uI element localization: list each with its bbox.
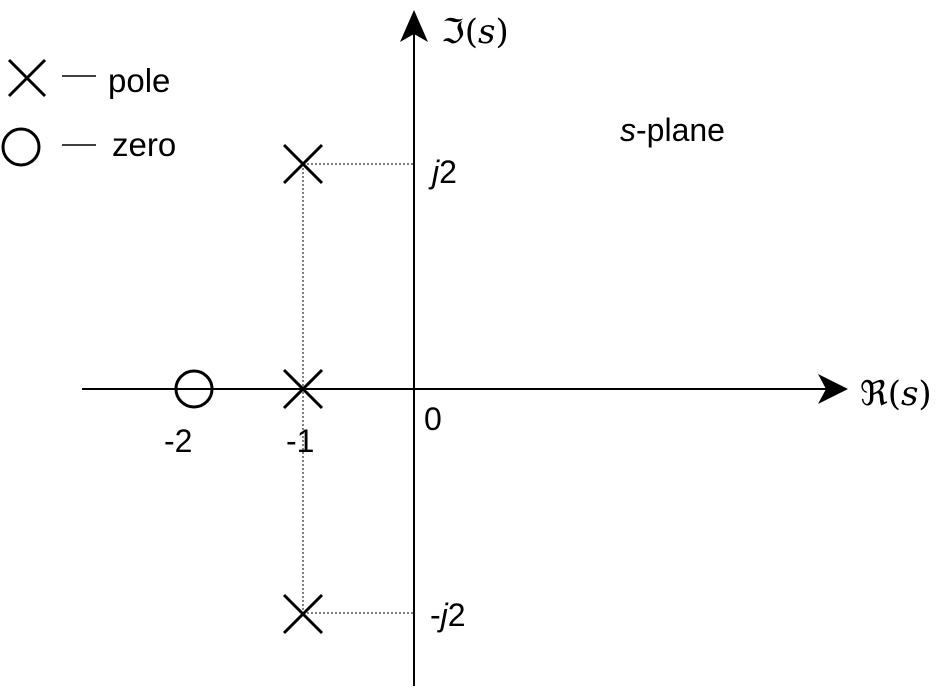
legend-zero-icon	[1, 127, 41, 167]
legend-zero-label: zero	[112, 126, 176, 163]
legend: pole zero	[1, 58, 176, 167]
real-axis-label: ℜ(s)	[860, 374, 932, 414]
pole-marker	[282, 368, 324, 410]
real-tick-minus-2: -2	[164, 423, 192, 459]
legend-pole-label: pole	[108, 62, 170, 99]
imag-tick-j2: j2	[428, 154, 457, 190]
zero-marker	[174, 369, 214, 409]
imag-axis-arrowhead	[400, 10, 428, 42]
pole-zero-markers	[174, 143, 324, 635]
origin-label: 0	[424, 401, 442, 437]
axes	[82, 26, 832, 686]
imag-tick-minus-j2: -j2	[430, 597, 466, 633]
real-axis-arrowhead	[818, 374, 848, 404]
plane-label: s-plane	[620, 112, 725, 148]
imag-axis-label: ℑ(s)	[441, 12, 509, 52]
pole-marker	[282, 593, 324, 635]
legend-pole-icon	[7, 58, 47, 98]
pole-marker	[282, 143, 324, 185]
real-tick-minus-1: -1	[286, 423, 314, 459]
